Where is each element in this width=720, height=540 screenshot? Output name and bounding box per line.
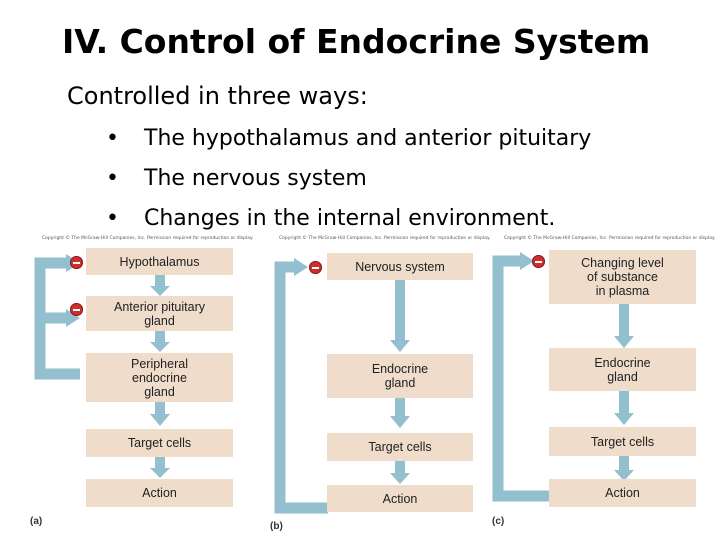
diagram-box-nervous-system: Nervous system bbox=[327, 253, 473, 280]
bullet-text: Changes in the internal environment. bbox=[144, 206, 556, 231]
diagram-box-action: Action bbox=[86, 479, 233, 507]
minus-circle-icon bbox=[70, 256, 83, 269]
feedback-loop-arrows bbox=[274, 258, 410, 514]
panel-label: (b) bbox=[270, 521, 283, 532]
bullet-item: • The hypothalamus and anterior pituitary bbox=[100, 125, 591, 165]
minus-circle-icon bbox=[309, 261, 322, 274]
diagram-box-endocrine-gland: Endocrine gland bbox=[327, 354, 473, 398]
diagram-box-peripheral-endocrine: Peripheral endocrine gland bbox=[86, 353, 233, 402]
minus-circle-icon bbox=[70, 303, 83, 316]
diagram-box-endocrine-gland: Endocrine gland bbox=[549, 348, 696, 391]
bullet-text: The hypothalamus and anterior pituitary bbox=[144, 126, 592, 151]
bullet-item: • The nervous system bbox=[100, 165, 591, 205]
bullet-list: • The hypothalamus and anterior pituitary… bbox=[100, 125, 591, 245]
bullet-item: • Changes in the internal environment. bbox=[100, 205, 591, 245]
bullet-dot: • bbox=[106, 166, 119, 191]
diagram-box-changing-level: Changing level of substance in plasma bbox=[549, 250, 696, 304]
copyright-notice: Copyright © The McGraw-Hill Companies, I… bbox=[279, 236, 491, 241]
feedback-loop-arrows bbox=[492, 252, 634, 502]
bullet-dot: • bbox=[106, 206, 119, 231]
copyright-notice: Copyright © The McGraw-Hill Companies, I… bbox=[42, 236, 254, 241]
panel-label: (c) bbox=[492, 516, 505, 527]
diagram-box-anterior-pituitary: Anterior pituitary gland bbox=[86, 296, 233, 331]
copyright-notice: Copyright © The McGraw-Hill Companies, I… bbox=[504, 236, 716, 241]
diagram-box-target-cells: Target cells bbox=[549, 427, 696, 456]
diagram-box-hypothalamus: Hypothalamus bbox=[86, 248, 233, 275]
diagram-box-action: Action bbox=[327, 485, 473, 512]
diagram-box-target-cells: Target cells bbox=[327, 433, 473, 461]
diagram-panel-b: Copyright © The McGraw-Hill Companies, I… bbox=[266, 236, 490, 540]
diagram-panel-c: Copyright © The McGraw-Hill Companies, I… bbox=[490, 236, 715, 536]
slide-title: IV. Control of Endocrine System bbox=[62, 22, 651, 61]
panel-label: (a) bbox=[30, 516, 43, 527]
bullet-dot: • bbox=[106, 126, 119, 151]
bullet-text: The nervous system bbox=[144, 166, 367, 191]
minus-circle-icon bbox=[532, 255, 545, 268]
diagram-box-target-cells: Target cells bbox=[86, 429, 233, 457]
diagram-box-action: Action bbox=[549, 479, 696, 507]
diagram-panel-a: Copyright © The McGraw-Hill Companies, I… bbox=[28, 236, 253, 536]
feedback-loop-arrows bbox=[34, 254, 170, 478]
slide-subtitle: Controlled in three ways: bbox=[67, 82, 368, 110]
